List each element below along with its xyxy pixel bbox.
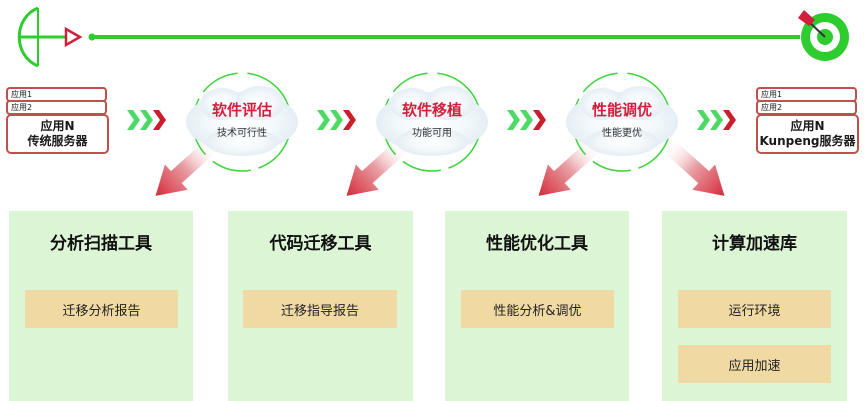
stage-subtitle: 性能更优	[602, 128, 642, 139]
tool-title: 性能优化工具	[486, 234, 588, 254]
tool-item: 性能分析&调优	[461, 290, 614, 328]
tool-item: 应用加速	[678, 345, 831, 383]
journey-start-dot	[88, 33, 96, 41]
tool-title: 计算加速库	[712, 234, 797, 254]
source-app-platform: 传统服务器	[27, 134, 88, 148]
target-app-tab-2: 应用2	[756, 100, 857, 115]
target-app-name: 应用N	[790, 119, 825, 133]
source-app-name: 应用N	[40, 119, 75, 133]
stage-software-migration: 软件移植 功能可用	[382, 101, 482, 139]
target-app-box: 应用N Kunpeng服务器	[756, 114, 859, 154]
stage-title: 软件移植	[401, 101, 462, 119]
source-app-card: 应用1 应用2 应用N 传统服务器	[6, 87, 109, 154]
arrow-to-accel-lib	[662, 139, 725, 196]
tool-box-acceleration-library: 计算加速库 运行环境 应用加速	[662, 211, 847, 401]
tool-title: 代码迁移工具	[269, 234, 372, 254]
arrow-to-analysis-tool	[155, 139, 218, 196]
source-app-tab-2: 应用2	[6, 100, 107, 115]
tool-box-performance-optimizer: 性能优化工具 性能分析&调优	[445, 211, 629, 401]
target-app-card: 应用1 应用2 应用N Kunpeng服务器	[756, 87, 859, 154]
flow-chevrons-4	[697, 110, 736, 130]
tool-item: 迁移分析报告	[25, 290, 178, 328]
tool-title: 分析扫描工具	[50, 234, 152, 254]
tool-box-analysis-scanner: 分析扫描工具 迁移分析报告	[9, 211, 193, 401]
arrow-to-migration-tool	[346, 139, 409, 196]
stage-cloud-3	[566, 72, 678, 172]
stage-cloud-2	[376, 72, 488, 172]
source-app-box: 应用N 传统服务器	[6, 114, 109, 154]
stage-title: 性能调优	[591, 101, 652, 119]
stage-software-assessment: 软件评估 技术可行性	[192, 101, 292, 139]
tool-item: 迁移指导报告	[243, 290, 397, 328]
stage-title: 软件评估	[211, 101, 272, 119]
flow-chevrons-2	[317, 110, 356, 130]
stage-cloud-1	[186, 72, 298, 172]
target-app-platform: Kunpeng服务器	[759, 134, 856, 148]
bow-and-arrow-icon	[17, 6, 83, 68]
flow-chevrons-1	[127, 110, 166, 130]
tool-item: 运行环境	[678, 290, 831, 328]
stage-performance-tuning: 性能调优 性能更优	[572, 101, 672, 139]
stage-subtitle: 技术可行性	[217, 128, 267, 139]
tool-box-code-migration: 代码迁移工具 迁移指导报告	[228, 211, 413, 401]
flow-chevrons-3	[507, 110, 546, 130]
stage-subtitle: 功能可用	[412, 128, 452, 139]
target-bullseye-icon	[798, 10, 849, 61]
